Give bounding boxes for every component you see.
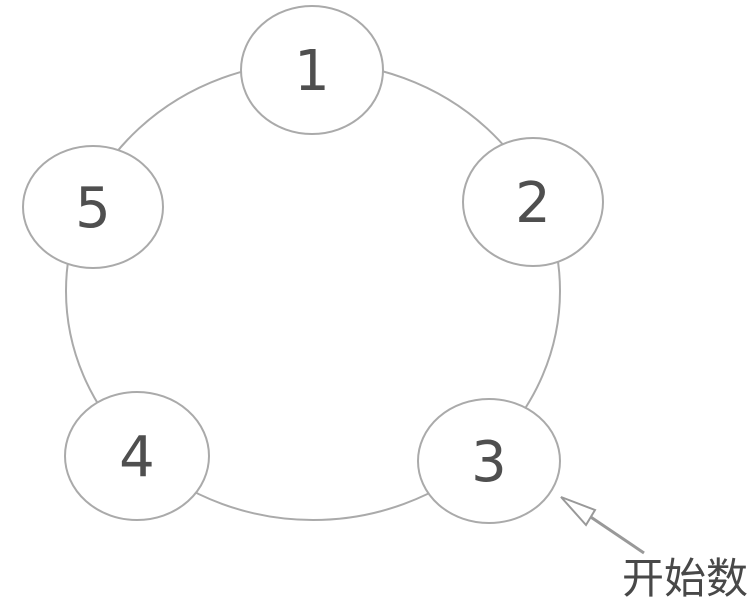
start-arrow (560, 496, 645, 555)
node-3-circle (417, 398, 561, 524)
node-5-label: 5 (75, 176, 111, 241)
node-4-label: 4 (119, 425, 155, 490)
node-2: 2 (462, 137, 604, 267)
node-5-circle (22, 145, 164, 269)
node-4: 4 (64, 391, 210, 521)
node-5: 5 (22, 145, 164, 269)
start-arrow-head-icon (560, 496, 597, 527)
node-1-circle (240, 5, 384, 135)
node-1: 1 (240, 5, 384, 135)
node-2-circle (462, 137, 604, 267)
node-3: 3 (417, 398, 561, 524)
node-3-label: 3 (471, 430, 507, 495)
node-1-label: 1 (294, 39, 330, 104)
node-2-label: 2 (515, 171, 551, 236)
annotation-start-counting: 开始数 (622, 554, 748, 603)
node-4-circle (64, 391, 210, 521)
